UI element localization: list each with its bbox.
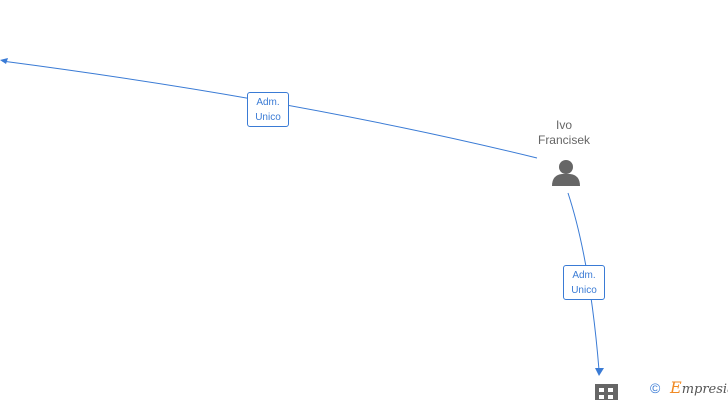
arrowhead-left (0, 58, 8, 64)
person-name-line2: Francisek (537, 133, 590, 147)
edge-label-left[interactable]: Adm. Unico (247, 92, 289, 127)
brand-first-letter: E (670, 378, 682, 397)
brand-logo: Empresia (670, 379, 728, 399)
arrowhead-down (595, 368, 604, 376)
brand-rest: mpresia (681, 382, 728, 397)
edge-label-bottom-line1: Adm. (572, 270, 596, 281)
person-name-line1: Ivo (555, 118, 572, 132)
person-icon[interactable] (552, 160, 580, 186)
edge-label-bottom-line2: Unico (571, 285, 597, 296)
edge-label-bottom[interactable]: Adm. Unico (563, 265, 605, 300)
copyright-symbol: © (650, 380, 661, 396)
edge-label-left-line1: Adm. (256, 97, 280, 108)
building-icon[interactable] (595, 384, 618, 400)
edge-label-left-line2: Unico (255, 112, 281, 123)
person-name-label[interactable]: Ivo Francisek (528, 118, 600, 148)
